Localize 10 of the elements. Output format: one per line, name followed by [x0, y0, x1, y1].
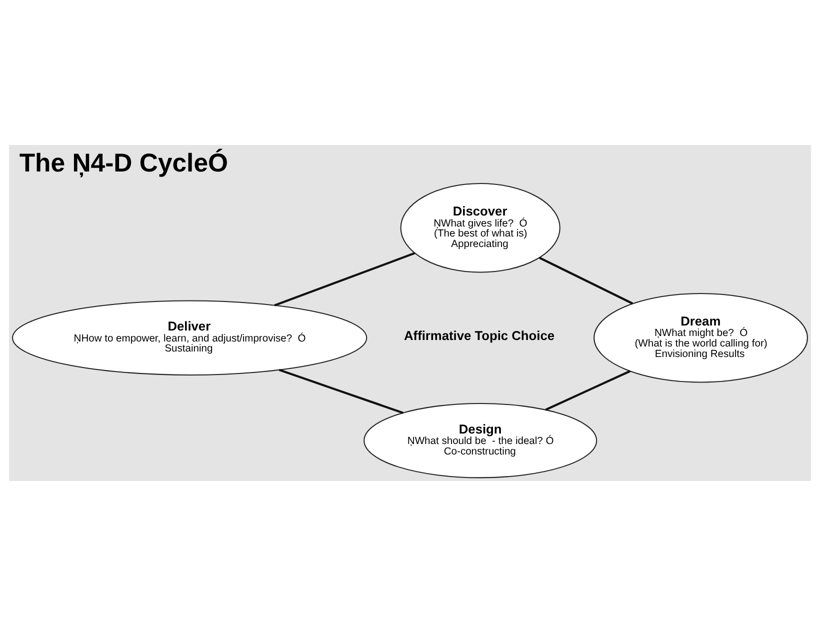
- label: Affirmative Topic Choice: [404, 328, 555, 343]
- node-ellipse: Design ŅWhat should be - the ideal? Ó Co-constructing: [364, 402, 598, 478]
- connector: [274, 252, 416, 306]
- connector: [278, 368, 404, 414]
- diagram-title: The Ņ4-D CycleÓ: [19, 150, 228, 178]
- node-ellipse: Deliver ŅHow to empower, learn, and adjust/improvise? Ó Sustaining: [12, 300, 368, 376]
- connector: [538, 256, 634, 304]
- node-ellipse: Discover ŅWhat gives life? Ó (The best of what is) Appreciating: [400, 182, 560, 273]
- connector: [545, 370, 631, 411]
- node-ellipse: Dream ŅWhat might be? Ó (What is the world calling for) Envisioning Results: [594, 292, 808, 383]
